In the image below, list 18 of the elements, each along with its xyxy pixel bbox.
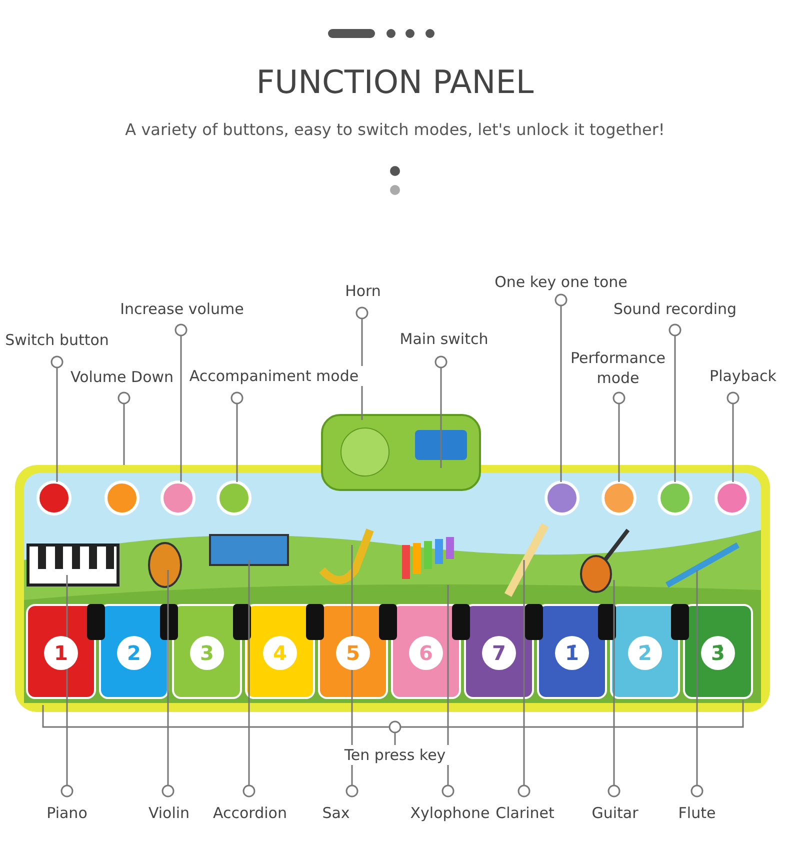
leader-line [162,570,174,798]
leader-line [242,560,256,798]
leader-line [608,580,620,798]
leader-line [50,356,64,482]
leader-line [442,585,454,798]
leader-line [726,392,740,482]
leader-line [518,560,530,798]
leader-line [174,324,188,482]
leader-line [554,294,568,482]
leader-line [690,570,704,798]
leader-line [118,392,130,465]
subtitle: A variety of buttons, easy to switch modes, let's unlock it together! [124,120,666,140]
title: FUNCTION PANEL [255,62,535,102]
leader-line [668,324,682,482]
leader-line [388,720,402,745]
leader-line [434,356,448,468]
leader-line [612,392,626,482]
leader-line [230,392,244,482]
